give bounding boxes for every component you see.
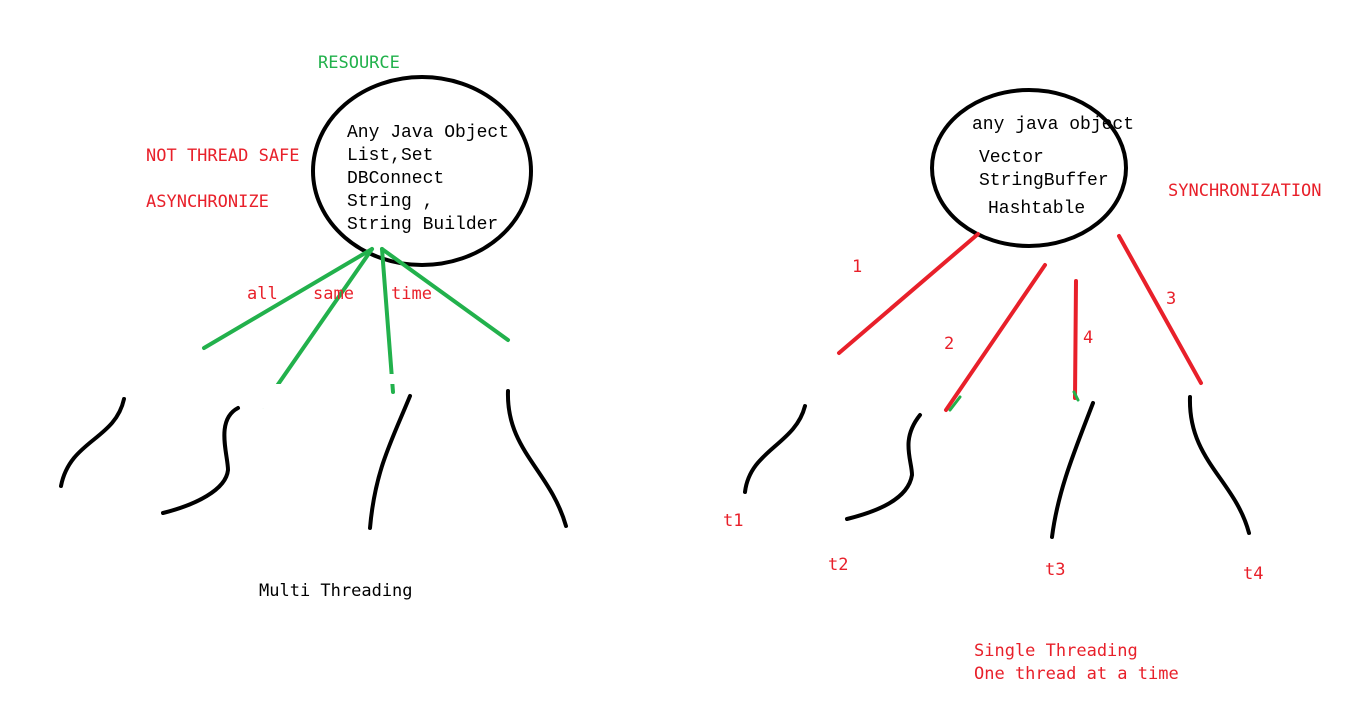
right-object-line-2: Vector	[979, 148, 1044, 168]
right-thread-3	[1050, 401, 1095, 539]
single-threading-caption: Single Threading	[974, 641, 1138, 661]
right-thread-curves	[743, 395, 1251, 539]
right-thread-2	[845, 413, 922, 521]
resource-circle-right	[930, 88, 1128, 248]
green-access-lines	[202, 247, 510, 408]
order-number-1: 1	[852, 257, 863, 277]
left-thread-2	[161, 406, 240, 515]
thread-label-t3: t3	[1045, 560, 1066, 580]
one-thread-caption: One thread at a time	[974, 664, 1179, 684]
red-line-1	[837, 232, 980, 355]
right-thread-4	[1187, 395, 1251, 535]
access-word-time: time	[391, 284, 432, 304]
access-word-all: all	[247, 284, 278, 304]
left-object-line-5: String Builder	[347, 215, 499, 235]
red-access-lines	[837, 232, 1203, 412]
left-object-line-3: DBConnect	[347, 169, 445, 189]
order-number-4: 4	[1083, 328, 1094, 348]
multi-threading-caption: Multi Threading	[259, 581, 413, 601]
thread-label-t2: t2	[828, 555, 849, 575]
left-object-line-1: Any Java Object	[347, 123, 510, 143]
order-number-2: 2	[944, 334, 955, 354]
asynchronize-label: ASYNCHRONIZE	[146, 192, 269, 212]
resource-label: RESOURCE	[318, 53, 400, 73]
left-thread-1	[59, 397, 126, 488]
red-line-2	[944, 263, 1047, 412]
thread-label-t1: t1	[723, 511, 744, 531]
red-line-4	[1073, 279, 1078, 400]
right-thread-1	[743, 404, 807, 494]
left-thread-3	[368, 394, 412, 530]
synchronization-label: SYNCHRONIZATION	[1168, 181, 1322, 201]
left-object-line-2: List,Set	[347, 146, 434, 166]
green-line-3	[380, 247, 395, 394]
resource-circle-left	[311, 75, 533, 267]
not-thread-safe-label: NOT THREAD SAFE	[146, 146, 300, 166]
green-line-1	[202, 247, 374, 350]
order-number-3: 3	[1166, 289, 1177, 309]
right-object-line-4: Hashtable	[988, 199, 1086, 219]
left-object-line-4: String ,	[347, 192, 434, 212]
green-line-2	[261, 247, 374, 408]
access-word-same: same	[313, 284, 354, 304]
right-object-line-1: any java object	[972, 115, 1135, 135]
green-line-4	[380, 247, 510, 342]
left-thread-4	[505, 389, 568, 528]
thread-label-t4: t4	[1243, 564, 1264, 584]
left-thread-curves	[59, 389, 568, 530]
right-object-line-3: StringBuffer	[979, 171, 1109, 191]
red-line-3	[1117, 234, 1203, 385]
